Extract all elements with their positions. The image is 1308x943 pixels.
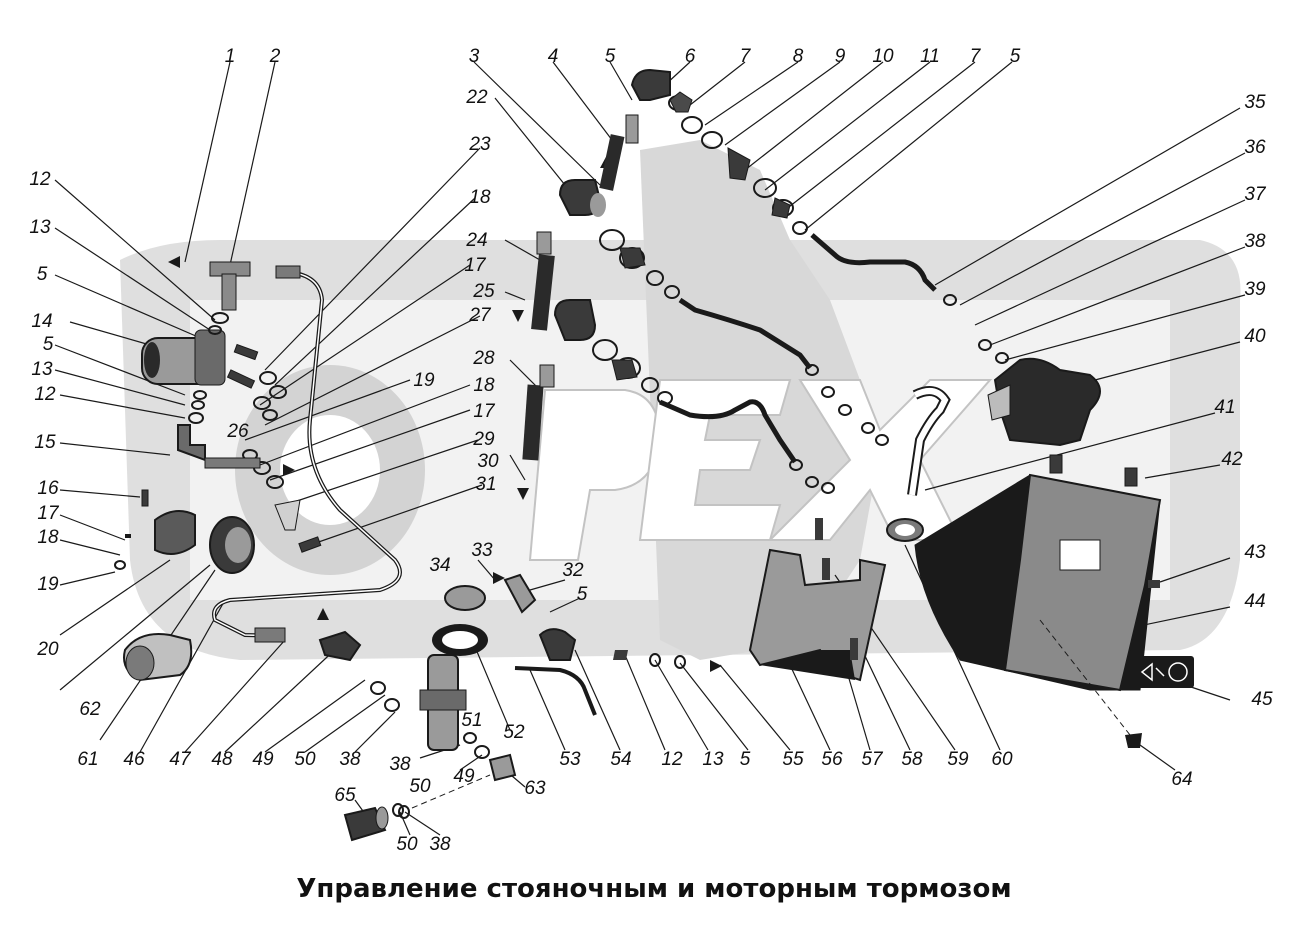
callout-29: 29: [472, 429, 495, 450]
callout-32: 32: [562, 560, 584, 581]
callout-44: 44: [1244, 591, 1265, 612]
callout-5: 5: [605, 46, 616, 67]
callout-7: 7: [740, 46, 752, 67]
callout-60: 60: [991, 749, 1013, 770]
callout-2: 2: [269, 46, 281, 67]
callout-31: 31: [475, 474, 496, 495]
callout-50: 50: [396, 834, 418, 855]
callout-19: 19: [37, 574, 59, 595]
callout-20: 20: [36, 639, 59, 660]
callout-12: 12: [661, 749, 683, 770]
callout-38: 38: [429, 834, 451, 855]
callout-49: 49: [252, 749, 274, 770]
callout-5: 5: [43, 334, 54, 355]
callout-63: 63: [524, 778, 546, 799]
callout-45: 45: [1251, 689, 1273, 710]
callout-19: 19: [413, 370, 435, 391]
callout-28: 28: [472, 348, 495, 369]
callout-34: 34: [429, 555, 450, 576]
callout-23: 23: [468, 134, 491, 155]
callout-12: 12: [34, 384, 56, 405]
callout-1: 1: [225, 46, 236, 67]
callout-4: 4: [548, 46, 559, 67]
callout-22: 22: [465, 87, 488, 108]
callout-51: 51: [461, 710, 482, 731]
callout-10: 10: [872, 46, 894, 67]
parts: [114, 68, 1194, 842]
callout-17: 17: [464, 255, 487, 276]
callout-36: 36: [1244, 137, 1266, 158]
callout-5: 5: [577, 584, 588, 605]
callout-41: 41: [1214, 397, 1235, 418]
callout-35: 35: [1244, 92, 1266, 113]
callout-18: 18: [469, 187, 491, 208]
callout-13: 13: [702, 749, 724, 770]
callout-16: 16: [37, 478, 59, 499]
callout-53: 53: [559, 749, 581, 770]
callout-5: 5: [37, 264, 48, 285]
callout-50: 50: [294, 749, 316, 770]
callout-5: 5: [1010, 46, 1021, 67]
callout-13: 13: [31, 359, 53, 380]
callout-14: 14: [31, 311, 52, 332]
callout-59: 59: [947, 749, 969, 770]
callout-39: 39: [1244, 279, 1266, 300]
callout-64: 64: [1171, 769, 1192, 790]
callout-11: 11: [920, 46, 940, 67]
callout-42: 42: [1221, 449, 1243, 470]
callout-24: 24: [465, 230, 487, 251]
callout-54: 54: [610, 749, 631, 770]
callout-12: 12: [29, 169, 51, 190]
callout-7: 7: [970, 46, 982, 67]
callout-38: 38: [389, 754, 411, 775]
callout-33: 33: [471, 540, 493, 561]
callout-46: 46: [123, 749, 145, 770]
callout-62: 62: [79, 699, 101, 720]
callout-18: 18: [37, 527, 59, 548]
callout-25: 25: [472, 281, 495, 302]
callout-5: 5: [740, 749, 751, 770]
callout-57: 57: [861, 749, 884, 770]
callout-27: 27: [468, 305, 492, 326]
callout-47: 47: [169, 749, 192, 770]
callout-9: 9: [835, 46, 846, 67]
callout-58: 58: [901, 749, 923, 770]
callout-55: 55: [782, 749, 804, 770]
callout-48: 48: [211, 749, 233, 770]
callout-6: 6: [685, 46, 696, 67]
callout-18: 18: [473, 375, 495, 396]
callout-61: 61: [77, 749, 98, 770]
callout-38: 38: [339, 749, 361, 770]
callout-15: 15: [34, 432, 56, 453]
callout-56: 56: [821, 749, 843, 770]
callout-26: 26: [226, 421, 249, 442]
callout-17: 17: [37, 503, 60, 524]
callout-3: 3: [469, 46, 480, 67]
callout-40: 40: [1244, 326, 1266, 347]
callout-30: 30: [477, 451, 499, 472]
callout-52: 52: [503, 722, 525, 743]
callout-37: 37: [1244, 184, 1267, 205]
callout-50: 50: [409, 776, 431, 797]
callout-17: 17: [473, 401, 496, 422]
callout-43: 43: [1244, 542, 1266, 563]
figure-caption: Управление стояночным и моторным тормозо…: [296, 874, 1012, 904]
callout-8: 8: [793, 46, 804, 67]
callout-13: 13: [29, 217, 51, 238]
callout-65: 65: [334, 785, 356, 806]
callout-49: 49: [453, 766, 475, 787]
callout-38: 38: [1244, 231, 1266, 252]
